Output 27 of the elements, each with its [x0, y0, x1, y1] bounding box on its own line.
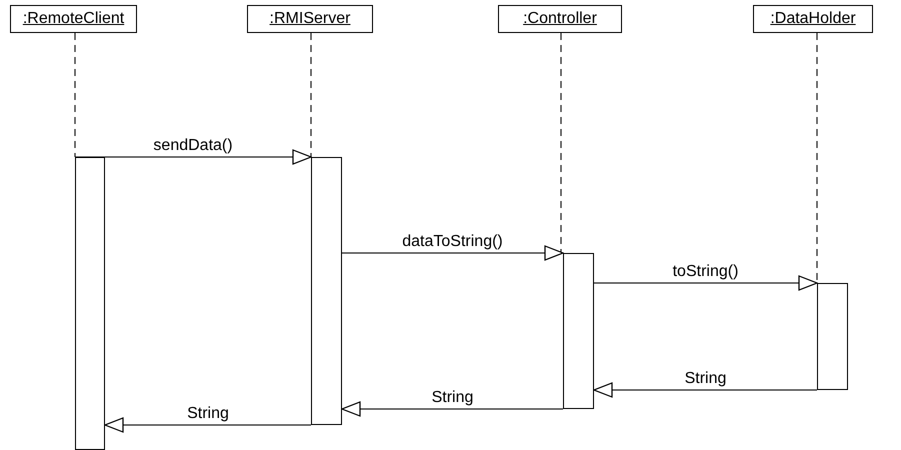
lifeline-header [753, 5, 873, 33]
lifeline-header [247, 5, 373, 33]
object-name: :DataHolder [770, 10, 856, 28]
message-arrow [341, 401, 564, 417]
message-label: String [430, 389, 476, 407]
lifeline [310, 32, 312, 158]
lifeline-header [498, 5, 622, 33]
message-label: toString() [670, 263, 740, 281]
activation-bar [311, 157, 342, 425]
message-label: sendData() [151, 137, 235, 155]
activation-bar [817, 283, 848, 390]
message-label: String [682, 370, 728, 388]
message-arrow [593, 382, 818, 398]
message-arrow [104, 417, 312, 433]
lifeline-header [10, 5, 137, 33]
object-name: :Controller [523, 10, 597, 28]
object-name: :RemoteClient [22, 10, 124, 28]
lifeline [74, 32, 76, 158]
message-label: dataToString() [400, 233, 505, 251]
lifeline [560, 32, 562, 254]
message-arrow [342, 245, 564, 261]
activation-bar [563, 253, 594, 409]
object-name: :RMIServer [270, 10, 350, 28]
activation-bar [75, 157, 105, 450]
message-label: String [185, 405, 231, 423]
message-arrow [74, 149, 312, 165]
message-arrow [594, 275, 818, 291]
